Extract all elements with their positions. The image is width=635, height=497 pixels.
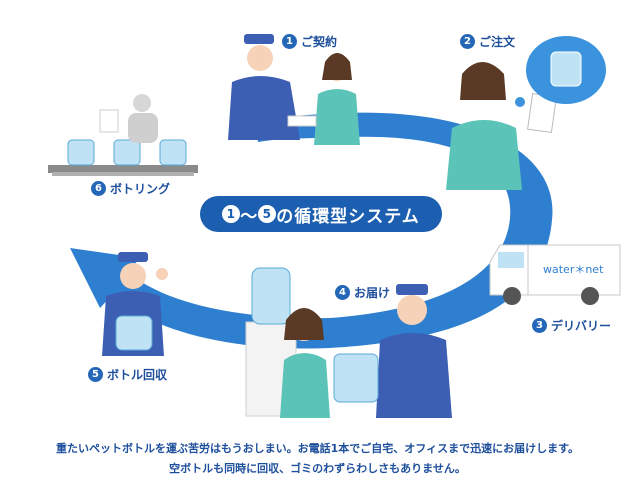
step-text-4: お届け <box>354 286 391 300</box>
step-label-4: 4 お届け <box>335 284 390 301</box>
step-number-6: 6 <box>91 181 106 196</box>
van-logo: water＊net <box>543 263 604 276</box>
caption-line-1: 重たいペットボトルを運ぶ苦労はもうおしまい。お電話1本でご自宅、オフィスまで迅速… <box>55 442 579 455</box>
step-number-1: 1 <box>282 34 297 49</box>
step-text-2: ご注文 <box>479 35 516 49</box>
caption-line-2: 空ボトルも同時に回収、ゴミのわずらわしさもありません。 <box>169 462 466 475</box>
step-number-2: 2 <box>460 34 475 49</box>
step-number-5: 5 <box>88 367 103 382</box>
banner-start-number: 1 <box>222 205 241 223</box>
banner-range-sep: 〜 <box>240 206 259 227</box>
order-scene <box>446 36 606 190</box>
banner-title: の循環型システム <box>276 206 420 227</box>
cycle-system-banner: 1 〜 5 の循環型システム <box>200 196 442 232</box>
delivery-van <box>489 244 621 305</box>
step-number-3: 3 <box>532 318 547 333</box>
step-text-3: デリバリー <box>551 319 612 333</box>
step-label-1: 1 ご契約 <box>282 33 337 50</box>
banner-end-number: 5 <box>258 205 277 223</box>
step-label-5: 5 ボトル回収 <box>88 366 167 383</box>
contract-scene <box>228 34 360 145</box>
step-label-3: 3 デリバリー <box>532 317 611 334</box>
step-number-4: 4 <box>335 285 350 300</box>
step-text-1: ご契約 <box>301 35 338 49</box>
step-text-5: ボトル回収 <box>107 368 168 382</box>
bottling-scene <box>48 94 198 176</box>
collection-scene <box>102 252 168 356</box>
handover-scene <box>245 267 452 418</box>
step-text-6: ボトリング <box>110 182 171 196</box>
step-label-2: 2 ご注文 <box>460 33 515 50</box>
step-label-6: 6 ボトリング <box>91 180 170 197</box>
